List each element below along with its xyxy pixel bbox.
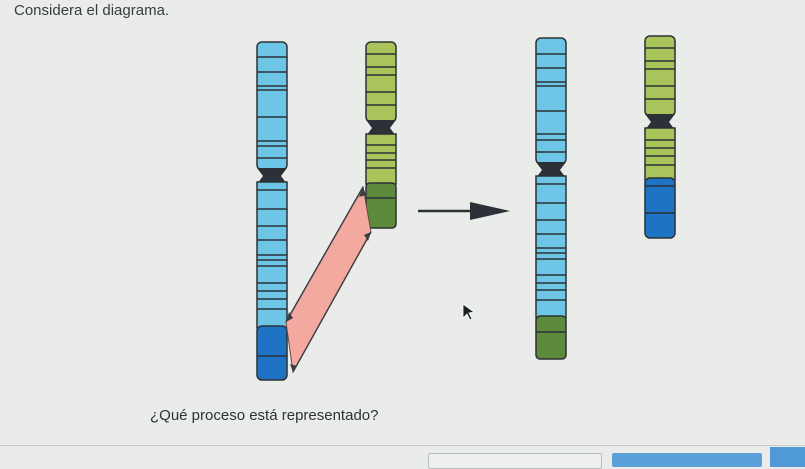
next-button[interactable] (770, 447, 805, 467)
chromosome-2-before (365, 41, 397, 229)
secondary-button[interactable] (428, 453, 602, 469)
prompt-text: Considera el diagrama. (14, 2, 170, 19)
chromosome-1-before (256, 41, 288, 381)
mouse-cursor-icon (462, 303, 475, 321)
process-arrow (418, 202, 510, 220)
question-text: ¿Qué proceso está representado? (150, 407, 379, 424)
chromosome-2-after (644, 35, 676, 239)
primary-button[interactable] (612, 453, 762, 467)
divider (0, 445, 805, 446)
exchange-arrows (285, 185, 372, 374)
chromosome-1-after (535, 37, 567, 360)
